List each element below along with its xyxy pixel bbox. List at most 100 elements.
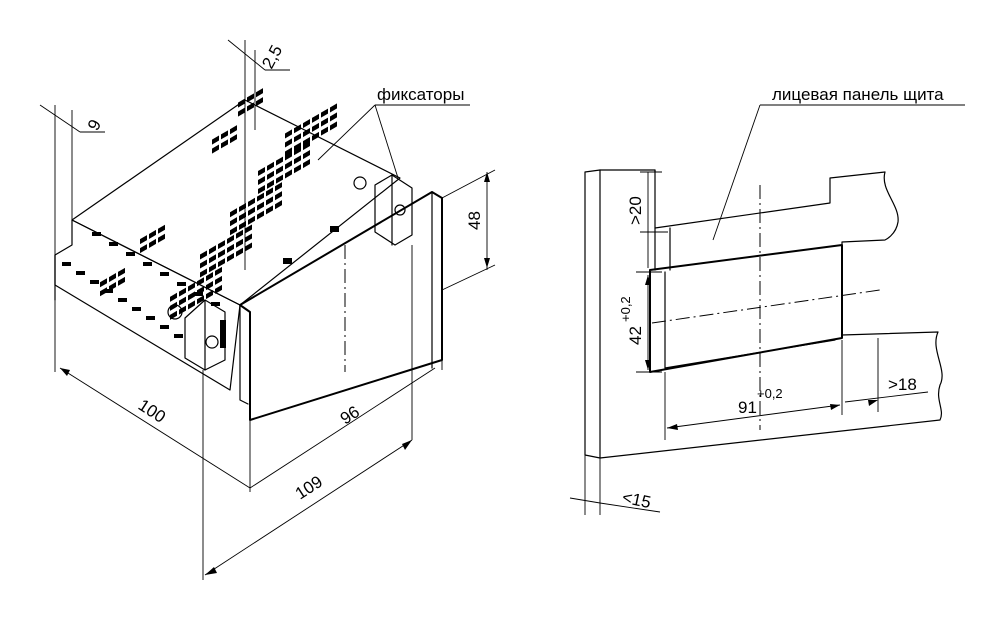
vent-slot <box>303 128 310 138</box>
vent-slot <box>118 267 125 277</box>
vent-slot <box>109 273 116 283</box>
panel-outline <box>584 169 601 459</box>
vent-slots-side <box>62 232 220 338</box>
vent-slot <box>160 272 169 276</box>
vent-slot <box>275 200 282 210</box>
vent-slot <box>238 107 245 117</box>
vent-slot <box>132 307 141 311</box>
vent-slot <box>276 174 283 184</box>
vent-slot <box>276 165 283 175</box>
housing-side-edge <box>239 304 249 405</box>
vent-slot <box>275 191 282 201</box>
vent-slot <box>218 249 225 259</box>
vent-slot <box>76 271 85 275</box>
vent-slot <box>218 258 225 268</box>
dim-width-front-label: 96 <box>337 402 363 428</box>
vent-slot <box>62 262 71 266</box>
vent-slot <box>104 289 113 293</box>
vent-slot <box>200 250 207 260</box>
vent-slot <box>90 280 99 284</box>
dim-width-front: 96 <box>249 360 443 492</box>
vent-slot <box>247 93 254 103</box>
vent-slot <box>227 252 234 262</box>
vent-slot <box>303 137 310 147</box>
vent-slot <box>160 325 169 329</box>
vent-slot <box>267 170 274 180</box>
vent-slot <box>312 122 319 132</box>
dim-cutout-width: 91 +0,2 <box>664 340 843 440</box>
vent-slot <box>257 210 264 220</box>
vent-slot <box>294 124 301 134</box>
vent-slot <box>245 224 252 234</box>
vent-slot <box>179 287 186 297</box>
dim-cutout-height-tol: +0,2 <box>618 296 633 322</box>
dim-depth-body-label: 100 <box>135 395 169 426</box>
cutout-opening <box>649 244 843 373</box>
vent-slot <box>140 244 147 254</box>
vent-slot <box>177 282 186 286</box>
top-mark <box>283 258 292 264</box>
vent-slot <box>239 220 246 231</box>
vent-slot <box>285 147 292 157</box>
dim-margin-top: >20 <box>626 171 668 268</box>
cutout-inner-edge <box>664 271 836 369</box>
vent-slot <box>257 201 264 211</box>
vent-slot <box>294 164 301 174</box>
vent-slot <box>179 305 186 315</box>
dim-depth-body: 100 <box>54 285 251 489</box>
vent-slot <box>227 234 234 244</box>
vent-slot <box>212 144 219 154</box>
vent-slot <box>212 135 219 145</box>
vent-slot <box>188 291 195 301</box>
vent-slot <box>285 169 292 179</box>
dim-cutout-width-tol: +0,2 <box>757 386 783 401</box>
vent-slot <box>92 232 101 236</box>
dim-panel-thickness: <15 <box>569 455 661 515</box>
vent-slot <box>276 156 283 166</box>
vent-slot <box>258 185 265 195</box>
vent-slot <box>303 141 310 151</box>
vent-slot <box>285 129 292 139</box>
vent-slot <box>188 282 195 292</box>
vent-slot <box>321 117 328 127</box>
vent-slot <box>140 235 147 245</box>
vent-slot <box>285 138 292 148</box>
vent-slot <box>158 233 165 243</box>
vent-slot <box>211 302 220 306</box>
vent-slot <box>218 240 225 250</box>
vent-slot <box>174 334 183 338</box>
vent-slot <box>118 298 127 302</box>
dim-height-label: 48 <box>465 211 484 230</box>
dim-cutout-width-label: 91 <box>738 398 757 417</box>
vent-slot <box>330 112 337 122</box>
dim-height: 48 <box>441 169 496 291</box>
vent-slot <box>266 196 273 206</box>
vent-slot <box>170 301 177 311</box>
vent-slot <box>158 224 165 234</box>
vent-slot <box>239 211 246 222</box>
vent-slot <box>126 252 135 256</box>
vent-slot <box>100 278 107 288</box>
vent-slot <box>227 243 234 253</box>
vent-slot <box>266 187 273 197</box>
vent-slot <box>248 215 255 225</box>
dim-panel-thickness-label: <15 <box>621 488 653 513</box>
panel-label: лицевая панель щита <box>772 85 944 104</box>
vent-slot <box>236 238 243 248</box>
vent-slot <box>215 275 222 285</box>
vent-slot <box>267 161 274 171</box>
vent-slot <box>230 125 237 135</box>
dim-margin-right: >18 <box>844 338 929 412</box>
vent-slot <box>312 131 319 141</box>
vent-slot <box>209 254 216 264</box>
vent-slot <box>206 281 213 291</box>
vent-slot <box>206 272 213 282</box>
dim-top-gap-label: 2,5 <box>258 42 286 72</box>
vent-slot <box>245 242 252 252</box>
vent-slot <box>256 97 263 107</box>
vent-slot <box>303 150 310 160</box>
top-mark <box>330 226 339 232</box>
vent-slot <box>248 197 255 207</box>
